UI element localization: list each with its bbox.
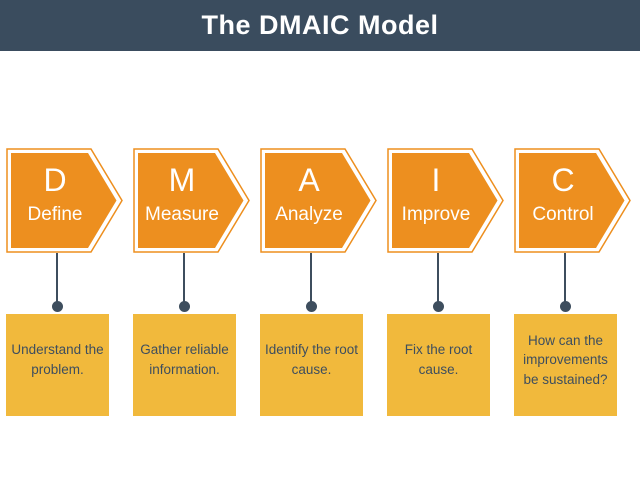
step-letter: M bbox=[169, 162, 196, 198]
dmaic-step-row: D Define Understand the problem. M Measu… bbox=[6, 148, 634, 418]
step-analyze: A Analyze Identify the root cause. bbox=[260, 148, 377, 418]
arrow-outline bbox=[133, 148, 250, 253]
arrow-fill bbox=[138, 153, 244, 248]
step-measure: M Measure Gather reliable information. bbox=[133, 148, 250, 418]
arrow-fill bbox=[392, 153, 498, 248]
step-letter: C bbox=[551, 162, 574, 198]
description-card: Fix the root cause. bbox=[387, 314, 490, 416]
arrow-shape-icon: I Improve bbox=[387, 148, 504, 253]
step-letter: D bbox=[43, 162, 66, 198]
description-card: Identify the root cause. bbox=[260, 314, 363, 416]
connector-line bbox=[310, 253, 312, 303]
description-text: Understand the problem. bbox=[11, 342, 104, 377]
connector-line bbox=[183, 253, 185, 303]
connector-line bbox=[56, 253, 58, 303]
step-name: Define bbox=[28, 204, 83, 225]
description-card: How can the improvements be sustained? bbox=[514, 314, 617, 416]
arrow-outline bbox=[260, 148, 377, 253]
connector-line bbox=[437, 253, 439, 303]
connector-dot-icon bbox=[52, 301, 63, 312]
description-card: Gather reliable information. bbox=[133, 314, 236, 416]
arrow-shape-icon: D Define bbox=[6, 148, 123, 253]
arrow-fill bbox=[11, 153, 117, 248]
page-title: The DMAIC Model bbox=[201, 10, 439, 40]
arrow-outline bbox=[387, 148, 504, 253]
description-text: Identify the root cause. bbox=[264, 342, 359, 377]
connector-dot-icon bbox=[306, 301, 317, 312]
description-text: Gather reliable information. bbox=[140, 342, 229, 377]
arrow-outline bbox=[6, 148, 123, 253]
arrow-fill bbox=[519, 153, 625, 248]
step-improve: I Improve Fix the root cause. bbox=[387, 148, 504, 418]
arrow-fill bbox=[265, 153, 371, 248]
step-name: Control bbox=[532, 204, 593, 225]
connector-dot-icon bbox=[560, 301, 571, 312]
step-letter: A bbox=[298, 162, 320, 198]
description-text: Fix the root cause. bbox=[404, 342, 473, 377]
arrow-outline bbox=[514, 148, 631, 253]
step-name: Analyze bbox=[275, 204, 343, 225]
connector-dot-icon bbox=[179, 301, 190, 312]
step-name: Measure bbox=[145, 204, 219, 225]
step-control: C Control How can the improvements be su… bbox=[514, 148, 631, 418]
connector-dot-icon bbox=[433, 301, 444, 312]
arrow-shape-icon: A Analyze bbox=[260, 148, 377, 253]
arrow-shape-icon: C Control bbox=[514, 148, 631, 253]
description-card: Understand the problem. bbox=[6, 314, 109, 416]
header-bar: The DMAIC Model bbox=[0, 0, 640, 51]
connector-line bbox=[564, 253, 566, 303]
arrow-shape-icon: M Measure bbox=[133, 148, 250, 253]
step-name: Improve bbox=[402, 204, 471, 225]
step-letter: I bbox=[432, 162, 441, 198]
step-define: D Define Understand the problem. bbox=[6, 148, 123, 418]
description-text: How can the improvements be sustained? bbox=[523, 332, 608, 387]
